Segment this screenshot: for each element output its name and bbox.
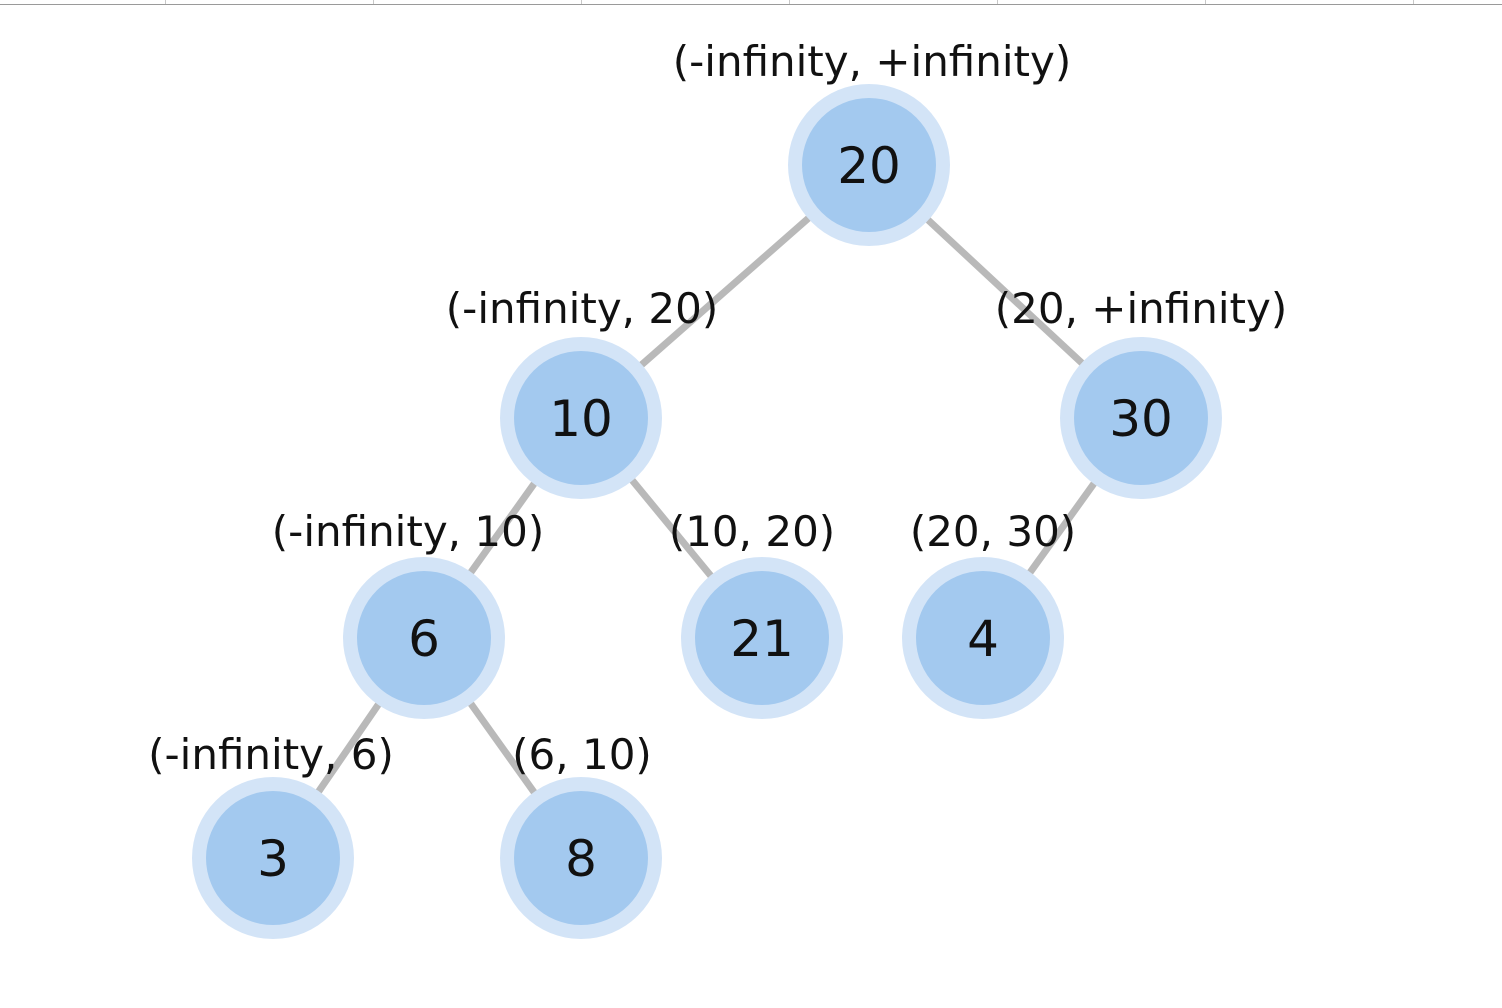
nodes-layer: 20 10 30 6 21 4 3 8: [192, 84, 1222, 939]
node-core: [357, 571, 491, 705]
range-label-4: (20, 30): [910, 507, 1076, 556]
range-label-6: (-infinity, 10): [272, 507, 544, 556]
tree-node-10: 10: [500, 337, 662, 499]
top-rule-tick: [373, 0, 374, 4]
node-value: 6: [408, 610, 440, 668]
range-label-20: (-infinity, +infinity): [673, 37, 1072, 86]
tree-node-8: 8: [500, 777, 662, 939]
range-label-10: (-infinity, 20): [446, 284, 718, 333]
node-value: 10: [549, 390, 613, 448]
node-core: [514, 791, 648, 925]
range-labels-layer: (-infinity, +infinity) (-infinity, 20) (20…: [148, 37, 1287, 779]
top-rule-tick: [997, 0, 998, 4]
top-rule-tick: [165, 0, 166, 4]
node-value: 21: [730, 610, 794, 668]
tree-node-30: 30: [1060, 337, 1222, 499]
tree-node-3: 3: [192, 777, 354, 939]
node-core: [514, 351, 648, 485]
node-value: 30: [1109, 390, 1173, 448]
node-core: [802, 98, 936, 232]
node-core: [916, 571, 1050, 705]
top-rule-tick: [1413, 0, 1414, 4]
range-label-3: (-infinity, 6): [148, 730, 394, 779]
node-core: [1074, 351, 1208, 485]
top-border-rule: [0, 0, 1502, 5]
node-core: [206, 791, 340, 925]
top-rule-tick: [581, 0, 582, 4]
tree-node-20: 20: [788, 84, 950, 246]
tree-node-6: 6: [343, 557, 505, 719]
node-value: 8: [565, 830, 597, 888]
range-label-30: (20, +infinity): [995, 284, 1287, 333]
top-rule-tick: [789, 0, 790, 4]
range-label-8: (6, 10): [512, 730, 652, 779]
node-core: [695, 571, 829, 705]
tree-node-21: 21: [681, 557, 843, 719]
node-value: 20: [837, 137, 901, 195]
tree-node-4: 4: [902, 557, 1064, 719]
range-label-21: (10, 20): [669, 507, 835, 556]
top-rule-tick: [1205, 0, 1206, 4]
node-value: 4: [967, 610, 999, 668]
node-value: 3: [257, 830, 289, 888]
